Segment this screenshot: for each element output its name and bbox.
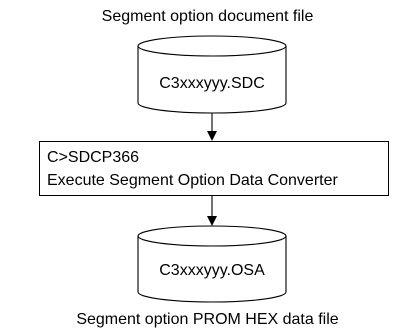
output-file-caption: Segment option PROM HEX data file: [76, 311, 339, 328]
converter-process-box: C>SDCP366 Execute Segment Option Data Co…: [39, 141, 389, 196]
arrow-down-2: [207, 196, 217, 226]
process-description: Execute Segment Option Data Converter: [47, 172, 338, 189]
input-file-cylinder: [137, 35, 287, 114]
output-file-cylinder: [137, 225, 287, 303]
input-file-caption: Segment option document file: [101, 8, 314, 25]
input-file-name: C3xxxyyy.SDC: [159, 75, 265, 92]
arrow-down-1: [207, 113, 217, 141]
output-file-name: C3xxxyyy.OSA: [159, 262, 265, 279]
process-command: C>SDCP366: [47, 149, 140, 166]
